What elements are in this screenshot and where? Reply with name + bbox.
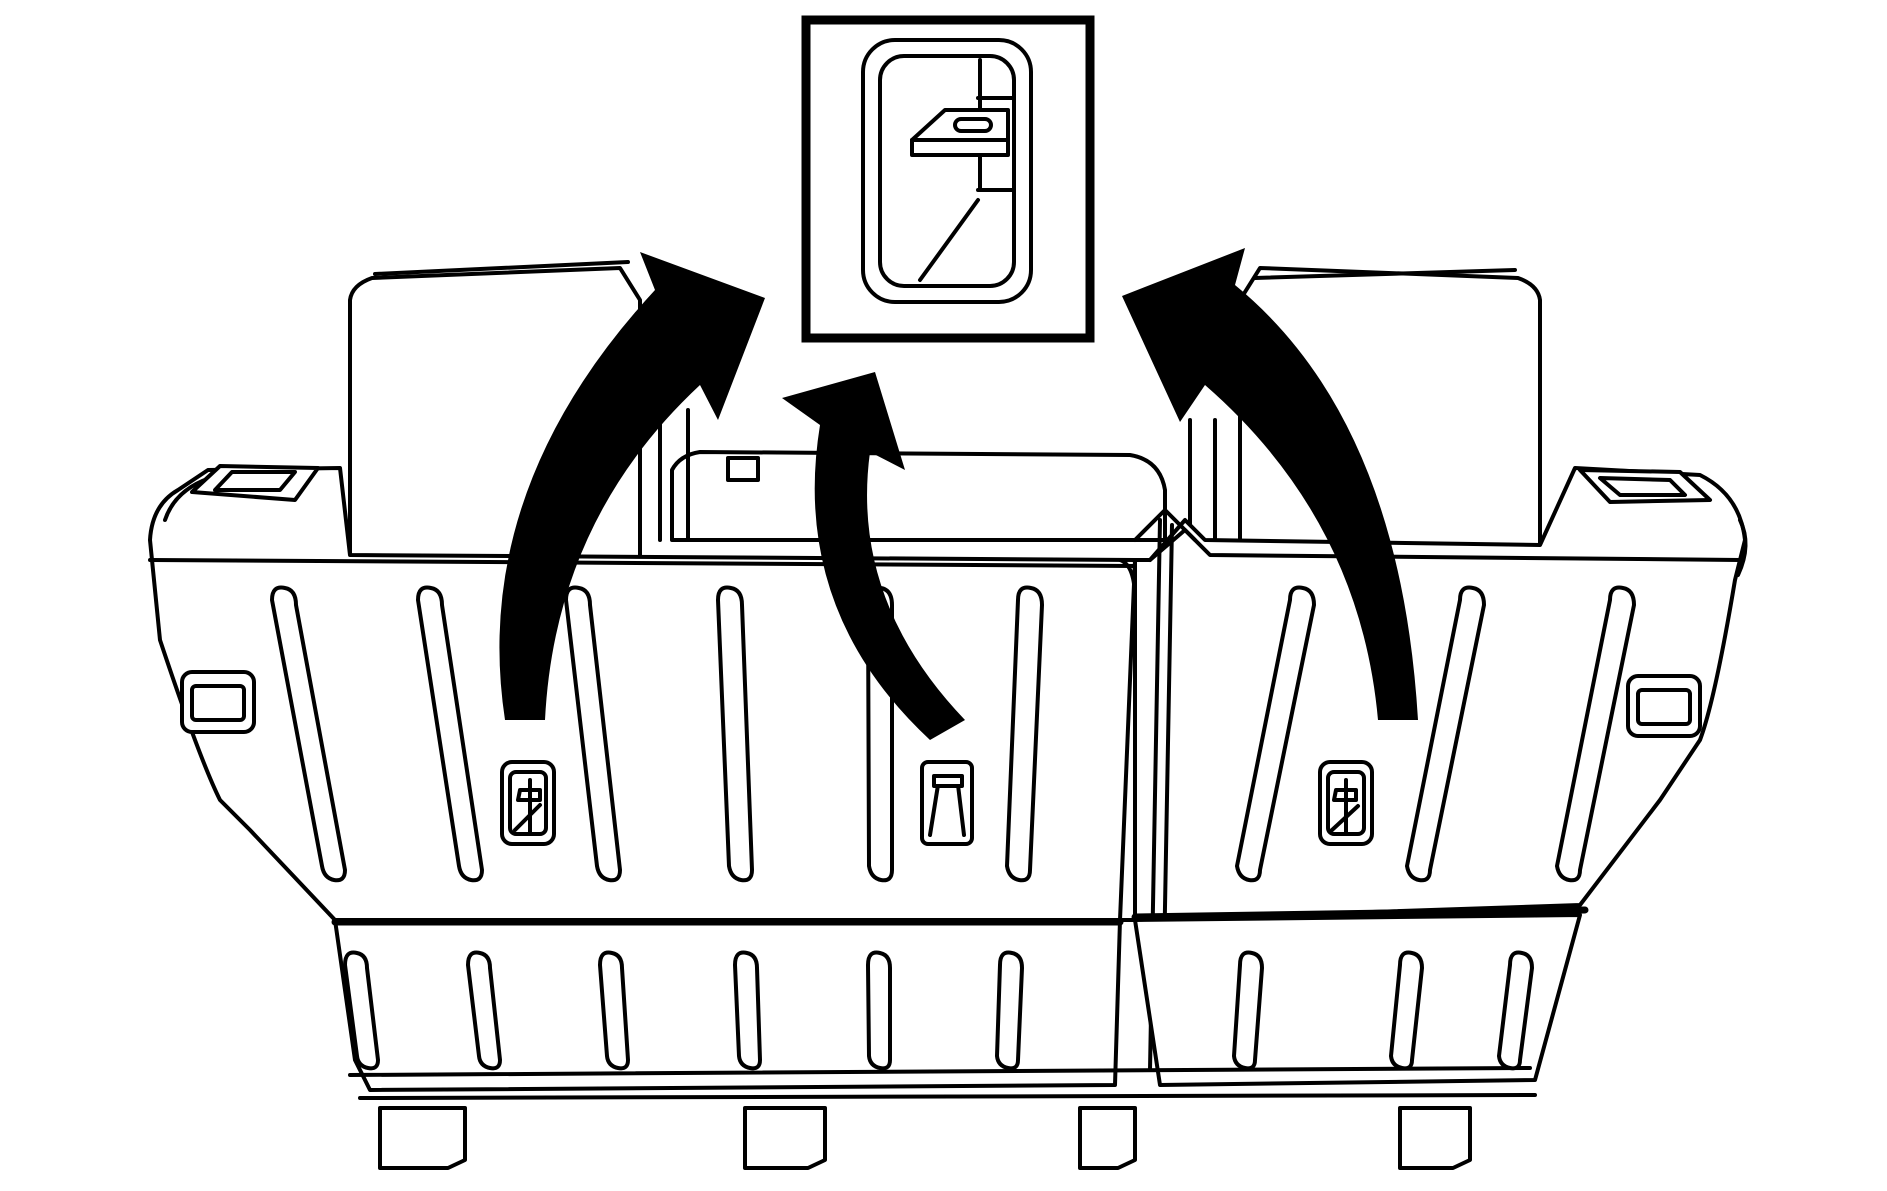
latch-handle-left bbox=[500, 760, 556, 846]
arrow-left bbox=[499, 252, 765, 720]
belt-guide-left bbox=[190, 464, 320, 502]
latch-handle-center bbox=[920, 760, 974, 846]
side-tab-right bbox=[1626, 674, 1702, 738]
seat-feet bbox=[378, 1106, 1472, 1170]
arrow-right bbox=[1122, 248, 1418, 720]
belt-guide-right bbox=[1578, 468, 1712, 504]
arrow-center bbox=[782, 372, 965, 740]
latch-detail-inset bbox=[801, 15, 1095, 343]
latch-handle-right bbox=[1318, 760, 1374, 846]
center-headrest bbox=[658, 408, 1217, 542]
center-seam bbox=[1133, 508, 1197, 542]
seat-cushion-ribs bbox=[343, 950, 1534, 1071]
side-tab-left bbox=[180, 670, 256, 734]
seatback-ribs-upper bbox=[270, 585, 1636, 883]
headrest-clip bbox=[726, 456, 760, 482]
